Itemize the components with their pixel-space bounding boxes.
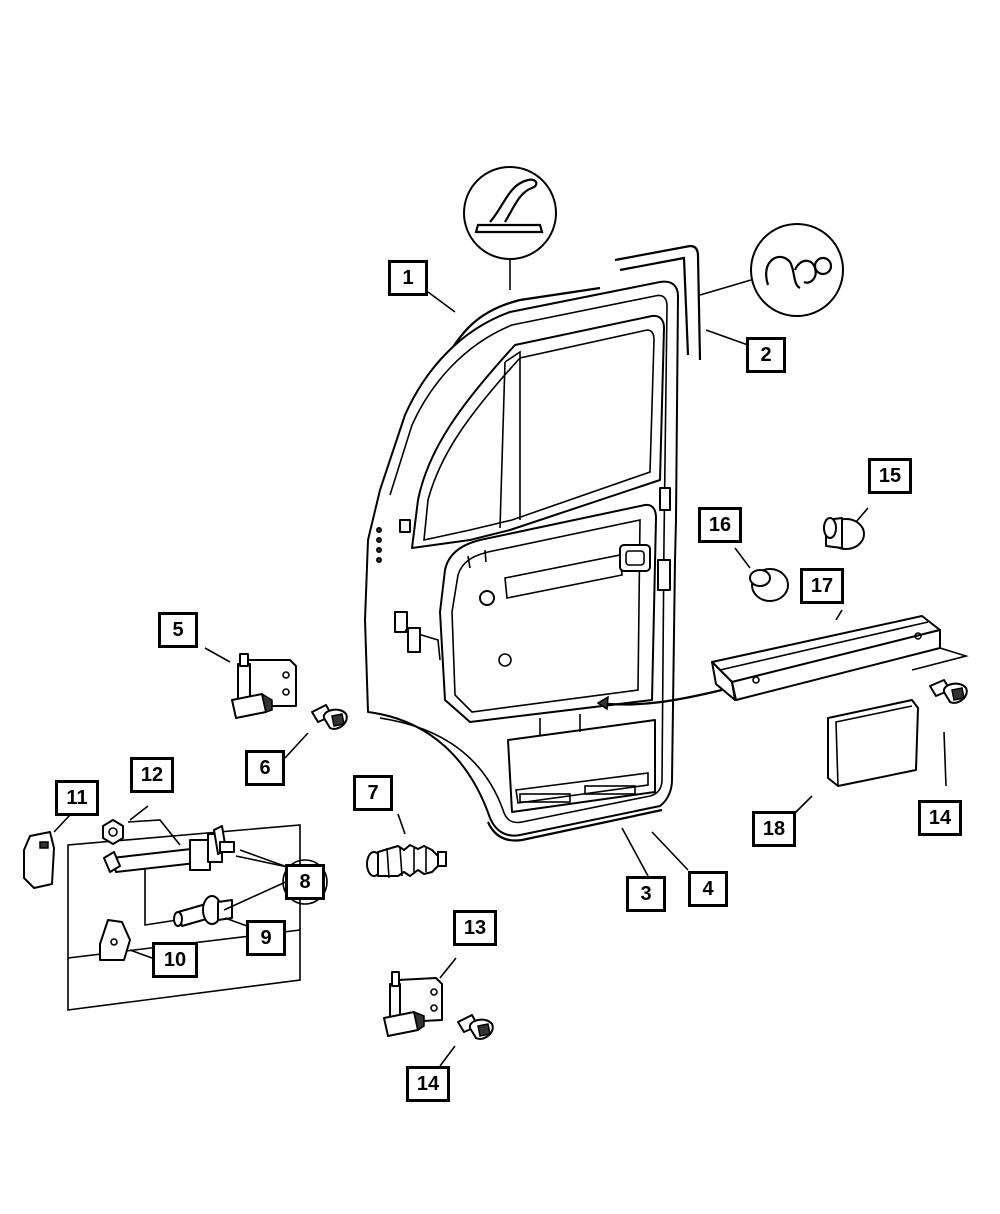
- door-check-assembly: [23, 805, 301, 1011]
- callout-12: 12: [130, 757, 174, 793]
- callout-5: 5: [158, 612, 198, 648]
- seal-profile-detail-2: [699, 223, 844, 317]
- callout-8: 8: [285, 864, 325, 900]
- hinge-bolt: [284, 704, 348, 759]
- callout-2: 2: [746, 337, 786, 373]
- seal-profile-detail-1: [463, 166, 557, 290]
- sill-plate-bolt: [929, 679, 968, 787]
- lower-hinge-bolt: [439, 1014, 494, 1067]
- upper-hinge: [204, 647, 297, 719]
- callout-18: 18: [752, 811, 796, 847]
- wiring-boot: [366, 813, 447, 879]
- callout-7: 7: [353, 775, 393, 811]
- callout-9: 9: [246, 920, 286, 956]
- callout-15: 15: [868, 458, 912, 494]
- pad-18: [789, 699, 919, 819]
- callout-16: 16: [698, 507, 742, 543]
- callout-14-bottom: 14: [406, 1066, 450, 1102]
- callout-10: 10: [152, 942, 198, 978]
- callout-13: 13: [453, 910, 497, 946]
- sill-plate: [711, 609, 969, 701]
- weatherstrip-2: [614, 244, 702, 361]
- plug-15: [823, 507, 869, 550]
- callout-17: 17: [800, 568, 844, 604]
- callout-1: 1: [388, 260, 428, 296]
- door-shell: [364, 280, 679, 837]
- callout-11: 11: [55, 780, 99, 816]
- callout-3: 3: [626, 876, 666, 912]
- plug-16: [734, 547, 789, 602]
- callout-4: 4: [688, 871, 728, 907]
- callout-6: 6: [245, 750, 285, 786]
- callout-14-right: 14: [918, 800, 962, 836]
- lower-hinge: [383, 957, 457, 1037]
